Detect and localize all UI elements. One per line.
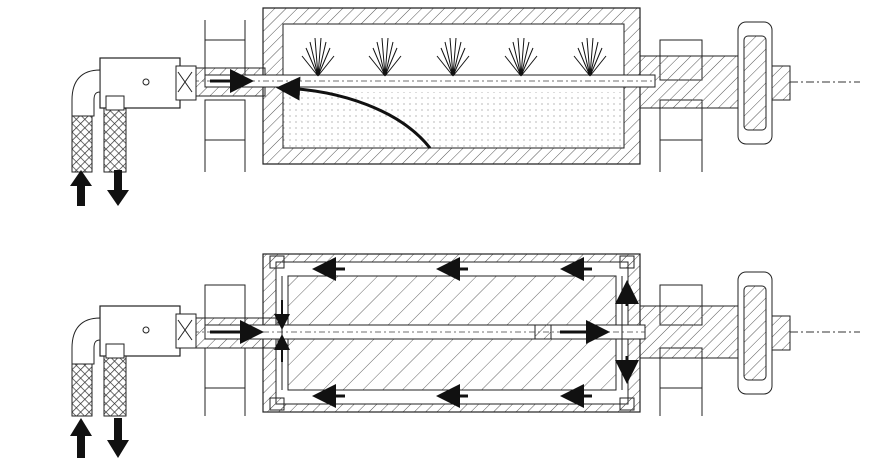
spray-fan-3: [436, 37, 470, 77]
left-bearing-housing: [204, 20, 246, 172]
left-bearing-housing-bottom: [204, 284, 246, 416]
spray-fan-2: [368, 37, 402, 77]
spray-fan-5: [573, 37, 607, 77]
right-shaft: [639, 21, 860, 145]
right-shaft-bottom: [639, 271, 860, 395]
hose-connections-bottom: [71, 317, 127, 417]
outlet-arrow-top: [107, 170, 129, 206]
inlet-arrow-top: [70, 170, 92, 206]
flow-arrows-top: [210, 69, 432, 149]
steam-spray-fans: [301, 37, 607, 77]
outlet-arrow-bottom: [107, 418, 129, 458]
inlet-arrow-bottom: [70, 418, 92, 458]
bottom-panel: [70, 253, 860, 458]
top-panel: [70, 7, 860, 206]
flow-arrows-bottom: [210, 257, 639, 408]
hose-connections: [71, 69, 127, 173]
siphon-tube: [165, 74, 656, 88]
spray-fan-1: [301, 37, 335, 77]
spray-fan-4: [504, 37, 538, 77]
